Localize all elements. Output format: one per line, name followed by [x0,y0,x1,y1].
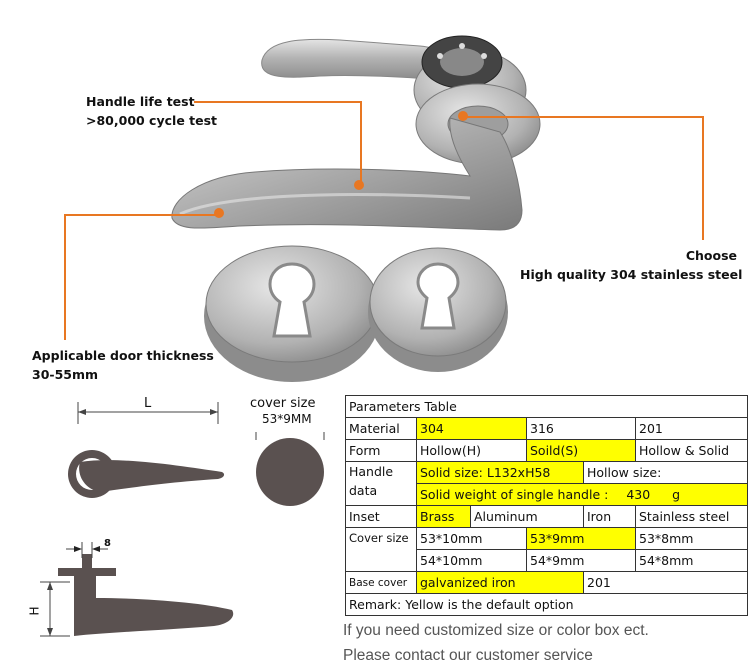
front-handle [171,117,523,231]
inset-iron: Iron [583,505,636,528]
table-row: Inset Brass Aluminum Iron Stainless stee… [345,505,748,528]
table-row: Cover size 53*10mm 53*9mm 53*8mm [345,527,748,572]
form-solid: Soild(S) [526,439,636,462]
solid-weight-unit: g [672,486,681,502]
callout-dot-choose [458,111,468,121]
choose-title: Choose [685,248,737,263]
callout-line-door-h [64,214,220,216]
cover-53-8: 53*8mm [635,527,748,550]
escutcheon-right [368,247,508,372]
table-row: Solid weight of single handle : 430 g [346,483,748,506]
life-test-detail: >80,000 cycle test [86,113,218,128]
door-thickness-title: Applicable door thickness [32,348,214,363]
material-201: 201 [635,417,748,440]
footer-line-1: If you need customized size or color box… [343,622,649,639]
material-316: 316 [526,417,636,440]
cover-54-9: 54*9mm [526,549,636,572]
cover-size-value: 53*9MM [262,412,312,426]
thickness-label: 8 [104,538,111,549]
solid-size: Solid size: L132xH58 [416,461,584,484]
material-label: Material [345,417,417,440]
form-hollow-solid: Hollow & Solid [635,439,748,462]
product-illustration [171,35,541,382]
length-label: L [144,396,152,411]
life-test-title: Handle life test [86,94,195,109]
remark: Remark: Yellow is the default option [345,593,748,616]
table-row: Handle data Solid size: L132xH58 Hollow … [345,461,748,506]
side-view-handle [58,554,234,636]
height-label: H [27,606,42,616]
choose-detail: High quality 304 stainless steel [520,267,743,282]
footer-line-2: Please contact our customer service [343,647,593,664]
table-row: Remark: Yellow is the default option [345,593,748,616]
base-cover-label: Base cover [345,571,417,594]
table-row: Base cover galvanized iron 201 [345,571,748,594]
callout-line-life-h [194,101,362,103]
cover-size-label: Cover size [345,527,417,572]
table-row: Form Hollow(H) Soild(S) Hollow & Solid [345,439,748,462]
inset-aluminum: Aluminum [470,505,584,528]
table-row: Parameters Table [345,395,748,418]
table-row: Material 304 316 201 [345,417,748,440]
cover-disc [256,438,324,506]
callout-dot-door [214,208,224,218]
handle-label-line1: Handle [349,464,394,479]
solid-weight-value: 430 [626,486,651,502]
table-row: 54*10mm 54*9mm 54*8mm [346,549,748,572]
inset-label: Inset [345,505,417,528]
top-view-handle [68,450,225,498]
table-title: Parameters Table [345,395,748,418]
form-hollow: Hollow(H) [416,439,527,462]
material-304: 304 [416,417,527,440]
solid-weight-label: Solid weight of single handle : [420,486,609,502]
inset-brass: Brass [416,505,471,528]
life-test-callout: Handle life test >80,000 cycle test [86,92,217,130]
door-thickness-detail: 30-55mm [32,367,99,382]
dimension-diagram [40,402,325,637]
choose-callout: Choose High quality 304 stainless steel [520,246,743,284]
inset-stainless: Stainless steel [635,505,748,528]
cover-53-9: 53*9mm [526,527,636,550]
callout-line-life-v [360,101,362,185]
cover-size-title: cover size [250,396,316,411]
handle-label-line2: data [349,483,378,498]
escutcheon-left [204,245,380,382]
parameters-table: Parameters Table Material 304 316 201 Fo… [345,395,748,616]
handle-data-label: Handle data [345,461,417,506]
cover-53-10: 53*10mm [416,527,527,550]
callout-line-door-v [64,214,66,340]
callout-dot-life [354,180,364,190]
door-thickness-callout: Applicable door thickness 30-55mm [32,346,214,384]
callout-line-choose-v [702,116,704,240]
solid-weight: Solid weight of single handle : 430 g [416,483,748,506]
cover-54-10: 54*10mm [416,549,527,572]
cover-54-8: 54*8mm [635,549,748,572]
form-label: Form [345,439,417,462]
hollow-size: Hollow size: [583,461,748,484]
base-201: 201 [583,571,748,594]
callout-line-choose-h [466,116,704,118]
base-galvanized: galvanized iron [416,571,584,594]
